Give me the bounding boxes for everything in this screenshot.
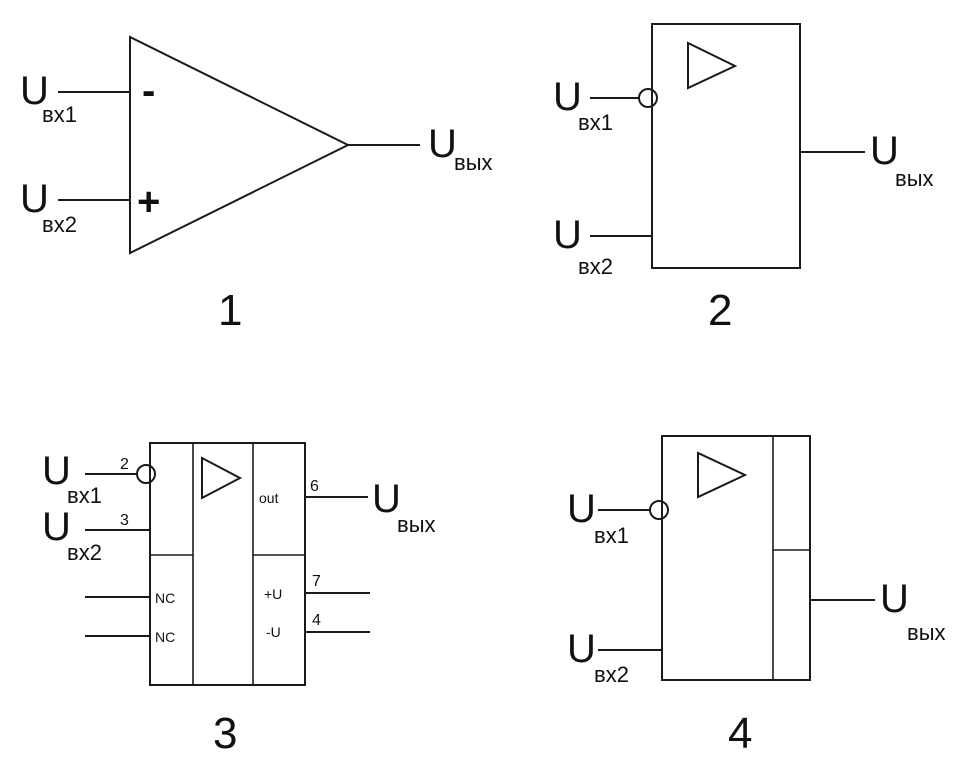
inverting-sign: - [142,69,155,113]
figure-2: U вх1 U вх2 U вых 2 [553,23,934,335]
input1-subscript: вх1 [578,110,613,135]
nc1-cell-label: NC [155,590,175,606]
input1-label: U [20,69,49,113]
opamp-box [651,23,801,269]
input2-subscript: вх2 [578,254,613,279]
figure-number: 2 [708,286,732,335]
input2-label: U [567,627,596,671]
opamp-box [661,435,811,681]
input2-subscript: вх2 [42,212,77,237]
vminus-cell-label: -U [266,624,281,640]
figure-number: 1 [218,286,242,335]
output-subscript: вых [907,620,946,645]
output-subscript: вых [895,166,934,191]
output-label: U [428,122,457,166]
amplifier-triangle-icon [687,41,738,90]
figure-3: 2 3 6 7 4 out NC NC +U -U U вх1 U вх2 U … [42,442,436,758]
amplifier-triangle-icon [201,456,243,500]
output-subscript: вых [397,512,436,537]
output-label: U [870,129,899,173]
pin-2-label: 2 [120,456,129,473]
figure-4: U вх1 U вх2 U вых 4 [567,435,946,758]
figure-1: - + U вх1 U вх2 U вых 1 [20,35,493,335]
vplus-cell-label: +U [264,586,282,602]
pin-6-label: 6 [310,478,319,495]
input2-subscript: вх2 [594,662,629,687]
inverting-input-bubble [136,464,156,484]
inverting-input-bubble [649,500,669,520]
pin-4-label: 4 [312,612,321,629]
chip-outline [149,442,306,686]
non-inverting-sign: + [137,180,160,224]
input2-label: U [553,213,582,257]
nc2-cell-label: NC [155,629,175,645]
out-cell-label: out [259,490,279,506]
pin-7-label: 7 [312,573,321,590]
inverting-input-bubble [638,88,658,108]
input1-label: U [42,449,71,493]
input2-label: U [42,505,71,549]
output-label: U [372,477,401,521]
input1-subscript: вх1 [67,483,102,508]
input1-label: U [567,487,596,531]
input1-subscript: вх1 [594,523,629,548]
input2-label: U [20,177,49,221]
output-subscript: вых [454,150,493,175]
opamp-triangle [129,35,351,255]
amplifier-triangle-icon [697,451,748,499]
input1-label: U [553,75,582,119]
input2-subscript: вх2 [67,540,102,565]
output-label: U [880,577,909,621]
pin-3-label: 3 [120,512,129,529]
input1-subscript: вх1 [42,102,77,127]
figure-number: 4 [728,709,752,758]
figure-number: 3 [213,709,237,758]
